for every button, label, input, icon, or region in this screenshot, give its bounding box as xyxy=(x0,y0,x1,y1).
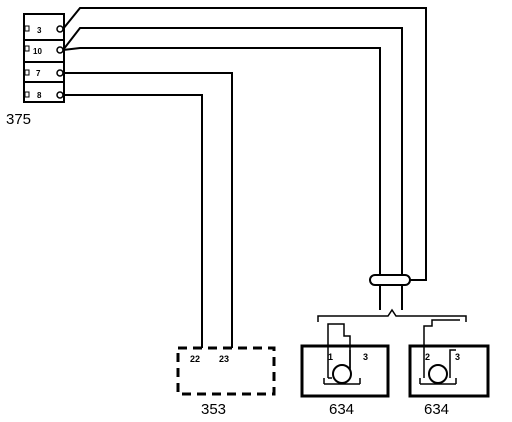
wire-pin-3 xyxy=(62,7,427,281)
motor-right-body xyxy=(408,344,490,398)
pin-circle xyxy=(56,91,64,99)
pin-square xyxy=(24,91,30,98)
pin-circle xyxy=(56,46,64,54)
pin-circle xyxy=(56,25,64,33)
wire-pin-8 xyxy=(63,94,203,350)
pin-square xyxy=(24,69,30,76)
shield-ellipse xyxy=(369,274,411,286)
wire-pin-10b xyxy=(62,27,403,310)
connector-353-label: 353 xyxy=(201,401,226,418)
motor-left-label: 634 xyxy=(329,401,354,418)
pin-label: 2 xyxy=(425,352,430,362)
motor-icon xyxy=(332,364,352,384)
pin-label: 3 xyxy=(455,352,460,362)
wire-pin-7 xyxy=(63,72,233,350)
pin-label: 3 xyxy=(363,352,368,362)
connector-375: 3 10 7 8 375 xyxy=(6,13,65,128)
wires xyxy=(62,7,427,350)
pin-label: 8 xyxy=(37,91,42,100)
pin-label: 7 xyxy=(36,69,41,78)
pin-square xyxy=(24,45,30,52)
motor-icon xyxy=(428,364,448,384)
motor-right-lead xyxy=(423,319,460,378)
pin-label: 1 xyxy=(328,352,333,362)
motor-left: 1 3 634 xyxy=(300,323,390,418)
pin-circle xyxy=(56,69,64,77)
connector-375-label: 375 xyxy=(6,111,31,128)
bracket xyxy=(317,308,467,322)
motor-right-lead xyxy=(449,349,456,378)
pin-label: 3 xyxy=(37,26,42,35)
pin-label: 10 xyxy=(33,47,42,56)
wire-pin-10 xyxy=(62,47,381,310)
pin-label: 23 xyxy=(219,354,229,364)
pin-square xyxy=(24,25,30,32)
motor-right: 2 3 634 xyxy=(408,319,490,418)
connector-353-body xyxy=(176,346,276,396)
motor-right-label: 634 xyxy=(424,401,449,418)
connector-353: 22 23 353 xyxy=(176,346,276,418)
pin-label: 22 xyxy=(190,354,200,364)
